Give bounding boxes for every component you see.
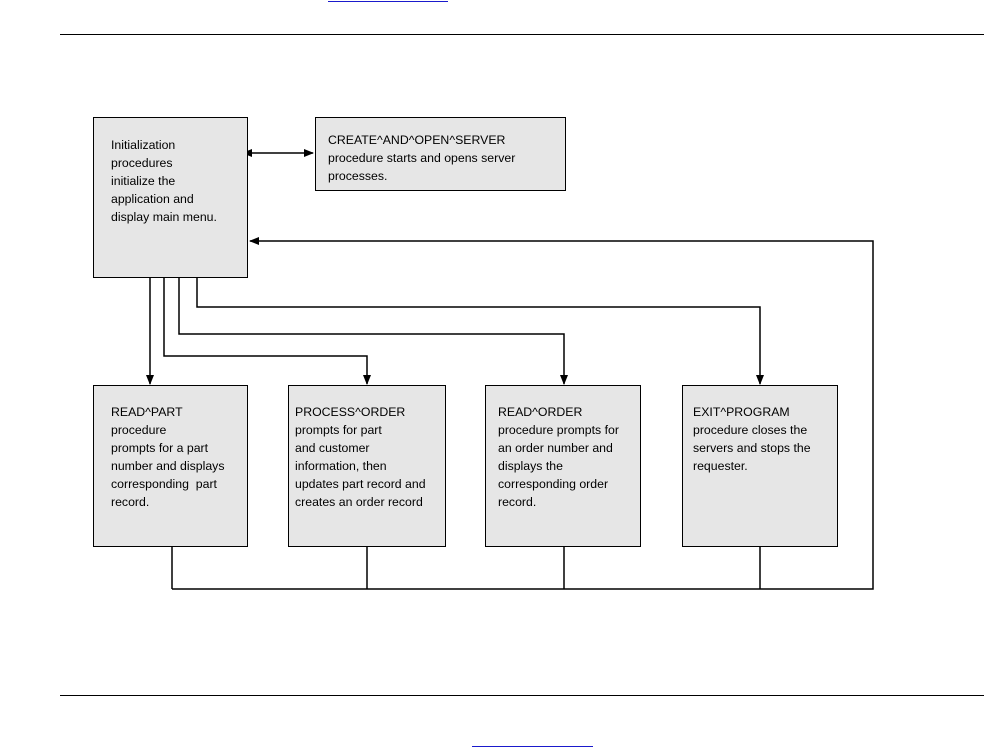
exit-program-box: EXIT^PROGRAM procedure closes the server… <box>682 385 838 547</box>
header-rule <box>60 34 984 35</box>
read-part-text: READ^PART procedure prompts for a part n… <box>111 405 225 509</box>
process-order-box: PROCESS^ORDER prompts for part and custo… <box>288 385 446 547</box>
footer-link[interactable] <box>472 732 593 747</box>
create-open-server-text: CREATE^AND^OPEN^SERVER procedure starts … <box>328 133 516 183</box>
init-procedures-box: Initialization procedures initialize the… <box>93 117 248 278</box>
init-to-read-order-arrow <box>178 278 568 385</box>
read-part-box: READ^PART procedure prompts for a part n… <box>93 385 248 547</box>
init-to-exit-program-arrow <box>196 278 764 385</box>
read-order-text: READ^ORDER procedure prompts for an orde… <box>498 405 619 509</box>
return-to-menu-arrow <box>172 237 874 590</box>
init-procedures-text: Initialization procedures initialize the… <box>111 138 217 224</box>
init-to-process-order-arrow <box>163 278 371 385</box>
header-link[interactable] <box>328 0 448 2</box>
process-order-text: PROCESS^ORDER prompts for part and custo… <box>295 405 426 509</box>
footer-rule <box>60 695 984 696</box>
read-order-box: READ^ORDER procedure prompts for an orde… <box>485 385 641 547</box>
create-open-server-box: CREATE^AND^OPEN^SERVER procedure starts … <box>315 117 566 191</box>
exit-program-text: EXIT^PROGRAM procedure closes the server… <box>693 405 811 473</box>
